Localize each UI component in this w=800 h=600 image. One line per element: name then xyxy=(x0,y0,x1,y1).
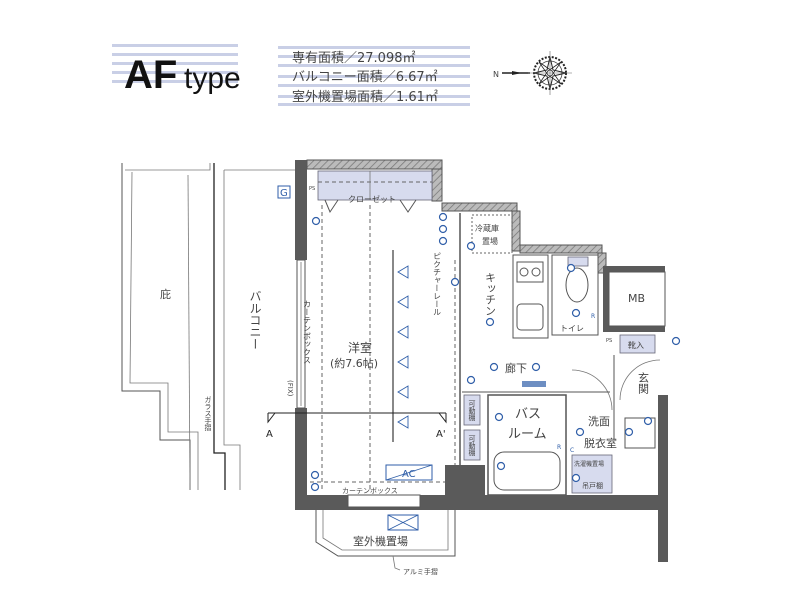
fixture-icons xyxy=(310,212,681,492)
hallway-label: 廊下 xyxy=(505,361,527,375)
outdoor-unit-label: 室外機置場 xyxy=(353,534,408,548)
area-private: 専有面積／27.098㎡ xyxy=(292,51,416,66)
entrance-door-swing[interactable] xyxy=(619,359,661,401)
western-room-size: (約7.6帖) xyxy=(330,356,378,370)
downlights xyxy=(397,265,409,429)
bath-label: バス xyxy=(515,407,541,422)
kitchen-label: キッチン xyxy=(484,272,497,316)
shelf1-label: 可動棚 xyxy=(468,400,476,422)
shoe-cabinet xyxy=(619,334,656,354)
hallway-door-swing[interactable] xyxy=(571,369,613,411)
shelf2-label: 可動棚 xyxy=(468,435,476,457)
outdoor-unit xyxy=(387,514,419,531)
toilet-label: トイレ xyxy=(560,324,584,333)
entrance-label: 玄関 xyxy=(637,371,650,394)
mb-label: MB xyxy=(628,292,645,305)
eaves-outline xyxy=(121,163,211,491)
movable-shelf-1 xyxy=(463,394,481,426)
washroom-label: 洗面 xyxy=(588,415,610,428)
r-label-bath: R xyxy=(557,444,561,451)
kitchen-counter xyxy=(512,254,549,339)
gas-label: G xyxy=(280,188,288,199)
balcony-label: バルコニー xyxy=(248,290,262,350)
washer-space xyxy=(571,454,613,494)
section-a2-label: A' xyxy=(436,429,446,440)
ps2-label: PS xyxy=(606,338,612,344)
bathtub xyxy=(493,451,561,491)
type-name: AF xyxy=(124,53,177,97)
curtain-box-side-label: カーテンボックス xyxy=(303,300,312,364)
svg-text:N: N xyxy=(493,70,499,79)
gas-meter-box xyxy=(277,185,291,199)
area-balcony: バルコニー面積／6.67㎡ xyxy=(292,70,438,85)
western-room-label: 洋室 xyxy=(348,340,372,355)
washer-label: 洗濯機置場 xyxy=(574,460,604,468)
fridge-label: 冷蔵庫 xyxy=(475,223,499,233)
fridge-label-2: 置場 xyxy=(482,236,498,246)
balcony-outline xyxy=(213,163,295,490)
dressing-label: 脱衣室 xyxy=(584,436,617,450)
curtain-box-bottom-label: カーテンボックス xyxy=(342,487,398,495)
bath-label-2: ルーム xyxy=(508,427,547,442)
closet xyxy=(317,170,433,201)
title-stripes xyxy=(112,44,470,106)
ps-label: PS xyxy=(309,186,315,192)
compass-icon: N xyxy=(493,51,572,95)
eaves-label: 庇 xyxy=(160,287,171,301)
r-label-kitchen: R xyxy=(591,313,595,320)
toilet-room xyxy=(551,254,599,336)
closet-label: クローゼット xyxy=(348,194,396,204)
section-a-label: A xyxy=(266,429,273,440)
aluminum-rail-label: アルミ手摺 xyxy=(403,567,438,576)
bottom-window[interactable] xyxy=(347,494,421,508)
shoe-label: 靴入 xyxy=(628,340,644,350)
glass-rail-label: ガラス手摺 xyxy=(204,396,212,432)
picture-rail-label: ピクチャーレール xyxy=(433,252,442,316)
fridge-space xyxy=(471,214,513,254)
cabinet-label: 吊戸棚 xyxy=(582,481,603,490)
type-suffix: type xyxy=(184,62,241,95)
fix-label: (FIX) xyxy=(286,380,294,397)
area-outdoor-unit: 室外機置場面積／1.61㎡ xyxy=(292,89,438,105)
mb-space xyxy=(608,271,666,327)
ac-label: AC xyxy=(402,469,416,480)
movable-shelf-2 xyxy=(463,429,481,461)
c-label: C xyxy=(570,447,574,454)
